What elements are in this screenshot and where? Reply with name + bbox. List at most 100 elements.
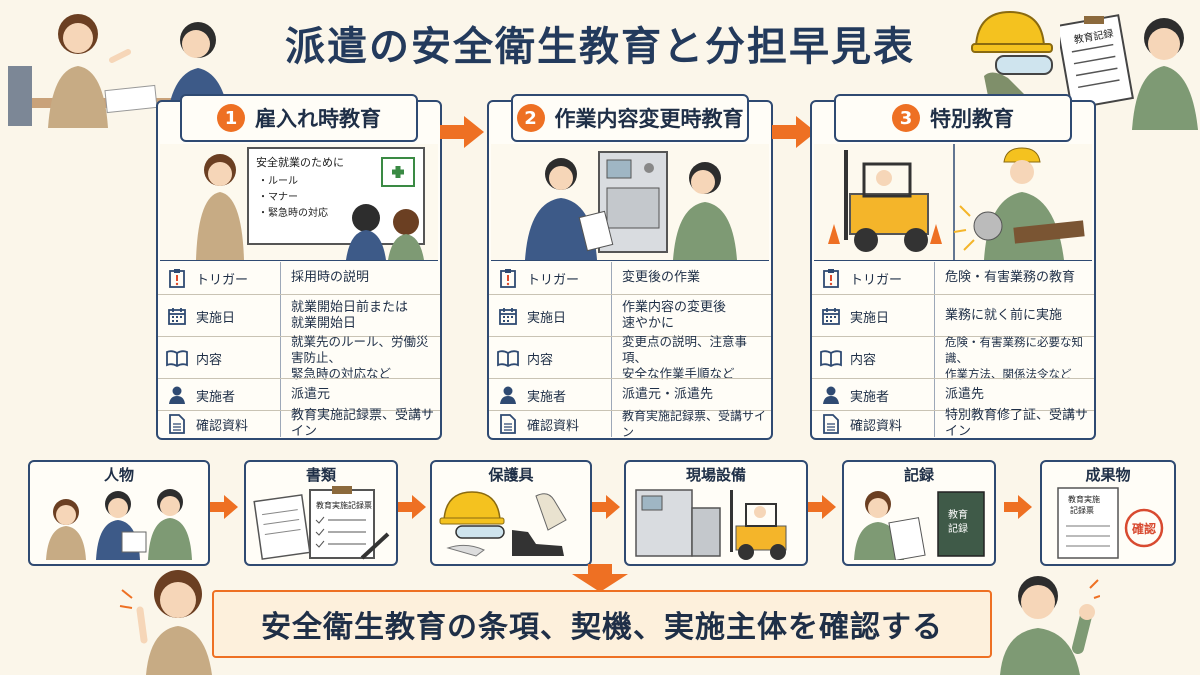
arrow-right-icon (398, 495, 426, 519)
table-row: 内容 危険・有害業務に必要な知識、 作業方法、関係法令など (812, 335, 1094, 381)
document-title: 教育実施 (1068, 494, 1100, 504)
row-label: 確認資料 (850, 418, 903, 434)
board-line: ・マナー (258, 191, 298, 203)
board-line: ・緊急時の対応 (258, 206, 328, 219)
flow-box-records: 記録 教育記録 (842, 460, 996, 566)
confirm-stamp: 確認 (1132, 521, 1156, 536)
worker-fist-illustration (1000, 576, 1100, 675)
table-row: 実施日 就業開始日前または 就業開始日 (158, 294, 440, 337)
flow-label: 書類 (305, 466, 336, 484)
flow-box-people: 人物 (28, 460, 210, 566)
table-row: 確認資料 教育実施記録票、受講サイン (158, 408, 440, 439)
row-label: 内容 (527, 352, 554, 368)
step-number-badge: 2 (516, 104, 545, 132)
workers-machine-illustration (525, 151, 737, 260)
row-label: トリガー (527, 272, 580, 288)
woman-pointing-illustration (119, 570, 212, 675)
table-row: 確認資料 教育実施記録票、受講サイン (489, 409, 771, 439)
woman-writing-record-illustration: 教育記録 (854, 491, 985, 560)
flow-box-documents: 書類 教育実施記録票 (244, 460, 398, 566)
table-row: 実施者 派遣元・派遣先 (489, 378, 771, 411)
documents-clipboard-illustration: 教育実施記録票 (253, 486, 390, 560)
info-table: トリガー 変更後の作業 実施日 作業内容の変更後 速やかに 内容 変更点の説明、… (489, 262, 771, 439)
row-value: 派遣先 (945, 387, 985, 402)
document-title: 教育実施記録票 (316, 500, 372, 510)
panel-title: 雇入れ時教育 (255, 107, 381, 131)
step-number-badge: 3 (892, 104, 920, 132)
book-icon (820, 350, 842, 367)
arrow-right-icon (1004, 495, 1032, 519)
row-label: 確認資料 (527, 418, 580, 434)
row-value: 就業開始日前または 就業開始日 (291, 300, 409, 331)
trigger-icon (823, 269, 839, 288)
calendar-icon (168, 308, 186, 325)
conclusion-banner: 安全衛生教育の条項、契機、実施主体を確認する (212, 590, 992, 658)
flow-label: 成果物 (1085, 466, 1131, 484)
book-title: 教育記録 (948, 508, 968, 535)
table-row: 確認資料 特別教育修了証、受講サイン (812, 408, 1094, 439)
row-value: 危険・有害業務の教育 (945, 270, 1076, 285)
table-row: 内容 就業先のルール、労働災害防止、 緊急時の対応など (158, 334, 440, 381)
table-row: トリガー 採用時の説明 (158, 262, 440, 294)
worker-with-clipboard-illustration: 教育記録 (1060, 14, 1198, 130)
arrow-right-icon (808, 495, 836, 519)
panel-special-education: 3 特別教育 トリガー 危険・有害業務の教育 (810, 94, 1096, 440)
table-row: 内容 変更点の説明、注意事項、 安全な作業手順など (489, 334, 771, 381)
row-value: 派遣元・派遣先 (622, 387, 714, 402)
table-row: 実施者 派遣先 (812, 378, 1094, 411)
arrow-right-icon (440, 116, 484, 148)
arrow-right-icon (210, 495, 238, 519)
table-row: トリガー 危険・有害業務の教育 (812, 262, 1094, 294)
training-illustration (491, 144, 769, 261)
row-value: 危険・有害業務に必要な知識、 作業方法、関係法令など (945, 335, 1083, 381)
person-icon (169, 386, 185, 404)
arrow-right-icon (772, 116, 816, 148)
table-row: 実施日 作業内容の変更後 速やかに (489, 294, 771, 337)
calendar-icon (499, 308, 517, 325)
person-icon (823, 386, 839, 404)
arrow-right-icon (592, 495, 620, 519)
trigger-icon (500, 269, 516, 288)
info-table: トリガー 採用時の説明 実施日 就業開始日前または 就業開始日 内容 就業先のル… (158, 262, 440, 439)
flow-label: 保護具 (488, 466, 534, 484)
row-label: 実施日 (196, 310, 236, 326)
flow-label: 現場設備 (685, 466, 746, 484)
helmet-gloves-boots-illustration (439, 491, 567, 557)
row-label: 実施者 (850, 389, 890, 405)
machine-forklift-illustration (635, 489, 787, 560)
row-value: 教育実施記録票、受講サイン (291, 408, 435, 439)
row-label: 実施日 (527, 310, 567, 326)
training-illustration (814, 144, 1092, 261)
flow-label: 記録 (903, 466, 934, 484)
document-icon (169, 414, 185, 434)
row-label: 実施者 (527, 389, 567, 405)
row-label: トリガー (196, 272, 249, 288)
row-value: 特別教育修了証、受講サイン (945, 408, 1089, 439)
certified-record-illustration: 教育実施 記録票 確認 (1057, 487, 1164, 559)
table-row: 実施日 業務に就く前に実施 (812, 294, 1094, 337)
document-icon (823, 414, 839, 434)
row-label: 内容 (850, 352, 877, 368)
row-value: 変更点の説明、注意事項、 安全な作業手順など (622, 334, 748, 381)
panel-hiring-education: 1 雇入れ時教育 安全就業のために ・ルール ・マナー ・緊急時の対応 トリガー… (156, 94, 442, 440)
flow-label: 人物 (103, 466, 134, 484)
row-label: 内容 (196, 352, 223, 368)
three-people-illustration (46, 489, 192, 560)
row-value: 変更後の作業 (622, 270, 701, 285)
flow-box-deliverable: 成果物 教育実施 記録票 確認 (1040, 460, 1176, 566)
helmet-goggles-gloves-illustration (971, 10, 1053, 96)
row-value: 業務に就く前に実施 (945, 308, 1063, 323)
panel-header: 1 雇入れ時教育 (180, 94, 418, 142)
trigger-icon (169, 269, 185, 288)
panel-header: 3 特別教育 (834, 94, 1072, 142)
row-value: 教育実施記録票、受講サイン (622, 409, 767, 439)
document-title: 記録票 (1070, 505, 1094, 515)
panel-title: 特別教育 (930, 107, 1014, 131)
row-label: 確認資料 (196, 418, 249, 434)
book-icon (497, 350, 519, 367)
document-icon (500, 414, 516, 434)
info-table: トリガー 危険・有害業務の教育 実施日 業務に就く前に実施 内容 危険・有害業務… (812, 262, 1094, 439)
teacher-whiteboard-illustration: 安全就業のために ・ルール ・マナー ・緊急時の対応 (196, 147, 425, 260)
table-row: トリガー 変更後の作業 (489, 262, 771, 294)
row-label: トリガー (850, 272, 903, 288)
